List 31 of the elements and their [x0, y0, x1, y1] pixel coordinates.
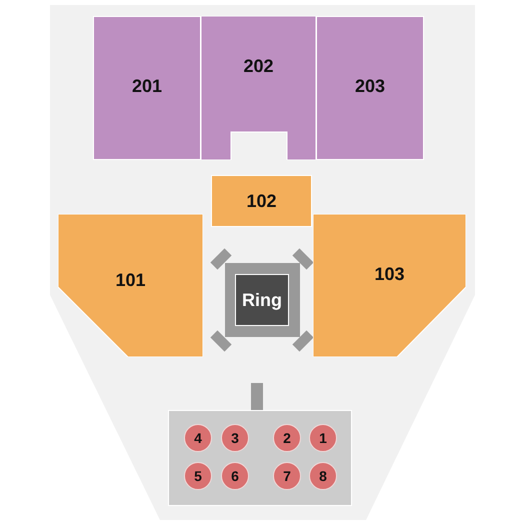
- section-label: 102: [246, 190, 277, 213]
- section-label: 7: [283, 467, 291, 486]
- section-label: 8: [319, 467, 327, 486]
- seating-section: [316, 16, 424, 160]
- section-label: 203: [354, 75, 386, 98]
- section-label: 1: [319, 429, 327, 448]
- floor-seat: [273, 462, 301, 490]
- section-label: 2: [283, 429, 291, 448]
- section-label: 3: [231, 429, 239, 448]
- seating-section: [211, 175, 312, 227]
- section-label: Ring: [242, 289, 282, 312]
- seating-section: [313, 214, 466, 357]
- floor-seat: [184, 424, 212, 452]
- boxing-ring: [235, 274, 289, 326]
- section-label: 201: [132, 75, 162, 98]
- section-label: 4: [194, 429, 202, 448]
- floor-seat: [221, 424, 249, 452]
- section-label: 6: [231, 467, 239, 486]
- section-label: 103: [374, 262, 405, 286]
- floor-seat: [273, 424, 301, 452]
- section-label: 202: [243, 55, 274, 78]
- floor-seat: [309, 462, 337, 490]
- floor-seat: [221, 462, 249, 490]
- seating-section: [93, 16, 201, 160]
- seating-section: [58, 214, 203, 357]
- floor-seat: [309, 424, 337, 452]
- section-label: 101: [115, 268, 146, 292]
- seating-section: [201, 16, 316, 160]
- floor-area: [168, 410, 352, 506]
- section-label: 5: [194, 467, 202, 486]
- floor-seat: [184, 462, 212, 490]
